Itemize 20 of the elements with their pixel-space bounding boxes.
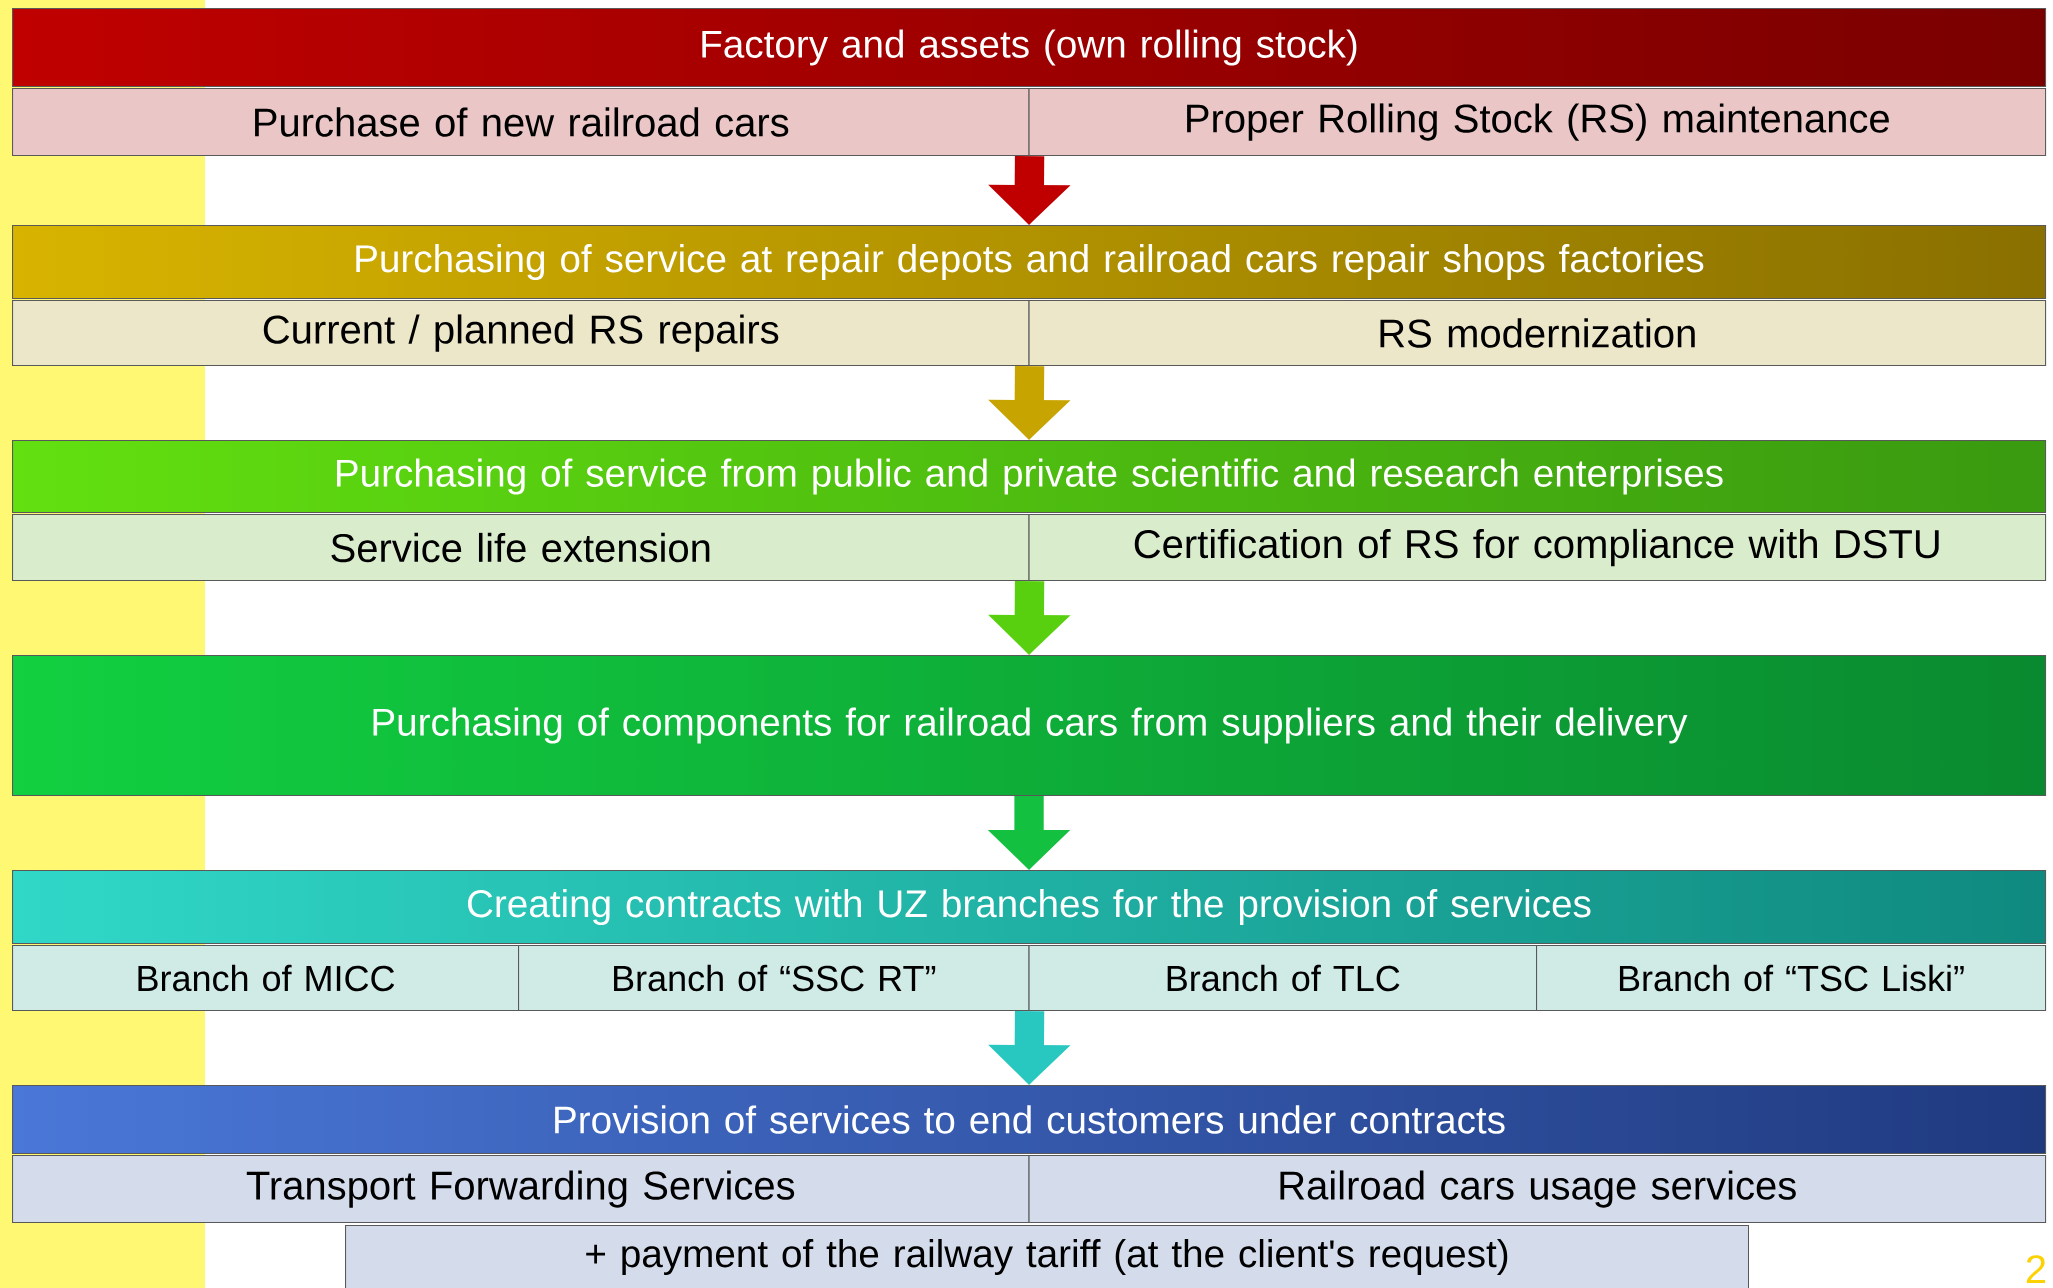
branch-box: Branch of MICC: [12, 945, 520, 1012]
stage-header-bar: Purchasing of service at repair depots and railroad cars repair shops factories: [12, 225, 2047, 300]
branch-box: Branch of “SSC RT”: [518, 945, 1030, 1012]
stage-header-bar: Purchasing of components for railroad cars from suppliers and their delivery: [12, 655, 2047, 797]
branch-box: Branch of TLC: [1028, 945, 1538, 1012]
task-box: Certification of RS for compliance with DSTU: [1028, 514, 2047, 582]
task-box: Current / planned RS repairs: [12, 300, 1030, 367]
stage-header-bar: Provision of services to end customers under contracts: [12, 1085, 2047, 1155]
branch-box: Branch of “TSC Liski”: [1536, 945, 2047, 1012]
stage-header-bar: Creating contracts with UZ branches for the provision of services: [12, 870, 2047, 945]
task-box: Railroad cars usage services: [1028, 1155, 2047, 1224]
task-box: Transport Forwarding Services: [12, 1155, 1030, 1224]
page-number: 2: [2026, 1255, 2046, 1284]
stage-header-bar: Purchasing of service from public and private scientific and research enterprises: [12, 440, 2047, 514]
task-box: Purchase of new railroad cars: [12, 88, 1030, 157]
note-box: + payment of the railway tariff (at the client's request): [345, 1225, 1750, 1288]
task-box: Proper Rolling Stock (RS) maintenance: [1028, 88, 2047, 157]
stage-header-bar: Factory and assets (own rolling stock): [12, 8, 2047, 88]
task-box: RS modernization: [1028, 300, 2047, 367]
task-box: Service life extension: [12, 514, 1030, 582]
